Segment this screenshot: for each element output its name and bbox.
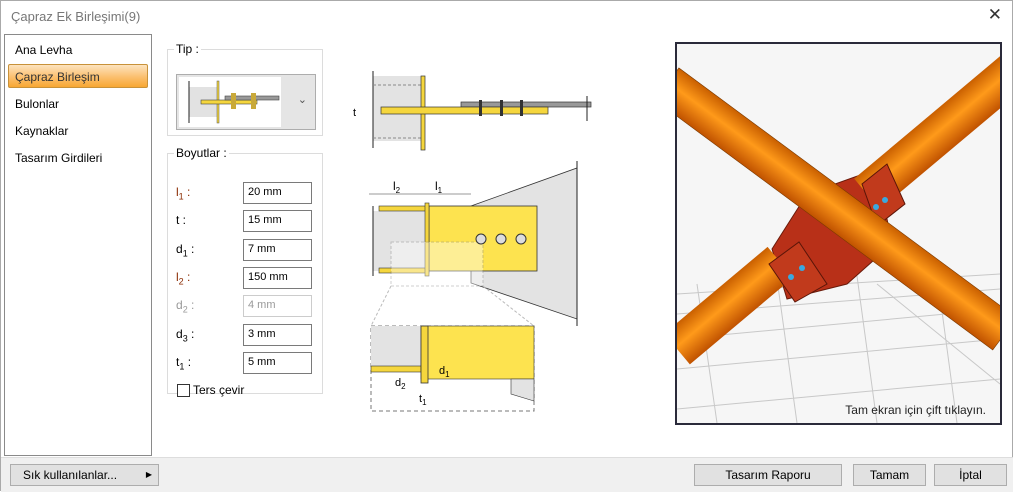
main-tube: [677, 67, 1000, 351]
dim-input-t1[interactable]: 5 mm: [243, 351, 312, 374]
dim-label-t1: t1 :: [176, 354, 192, 372]
dim-label-d2: d2 :: [176, 298, 195, 315]
dim-input-l2[interactable]: 150 mm: [243, 266, 312, 289]
dim-l1-label: l1: [435, 179, 443, 195]
dim-input-l1[interactable]: 20 mm: [243, 182, 312, 204]
top-view: t: [353, 71, 592, 151]
brace-tube-lower: [677, 246, 794, 365]
3d-model-render: [677, 50, 1000, 423]
sidebar-item-capraz-birlesim[interactable]: Çapraz Birleşim: [8, 64, 148, 88]
sidebar-item-tasarim-girdileri[interactable]: Tasarım Girdileri: [15, 151, 103, 165]
sidebar-item-bulonlar[interactable]: Bulonlar: [15, 97, 60, 111]
dim-input-d2: 4 mm: [243, 295, 312, 318]
footer: Sık kullanılanlar... ▶ Tasarım Raporu Tam…: [1, 457, 1013, 492]
dim-label-l1: l1 :: [176, 185, 191, 202]
dim-label-t: t :: [176, 213, 187, 228]
cancel-button[interactable]: İptal: [934, 464, 1007, 486]
end-plate-lower: [768, 241, 828, 303]
tip-dropdown[interactable]: ⌄: [176, 74, 316, 130]
tip-group: Tip : ⌄: [167, 42, 323, 136]
fullscreen-hint: Tam ekran için çift tıklayın.: [845, 403, 986, 417]
dim-input-d3[interactable]: 3 mm: [243, 323, 312, 346]
side-view: l2 l1: [369, 161, 578, 326]
dimensions-group: Boyutlar : l1 : 20 mm t : 15 mm d1 : 7 mm l2 :…: [167, 146, 323, 397]
connection-type-thumbnail: [179, 77, 281, 127]
close-icon[interactable]: ✕: [987, 5, 1002, 24]
chevron-right-icon: ▶: [145, 470, 152, 479]
dim-t-label: t: [353, 107, 356, 119]
3d-viewport[interactable]: Tam ekran için çift tıklayın.: [675, 42, 1002, 425]
tip-legend: Tip :: [176, 42, 199, 56]
favorites-label: Sık kullanılanlar...: [23, 468, 118, 482]
dim-input-d1[interactable]: 7 mm: [243, 238, 312, 261]
dimensions-legend: Boyutlar :: [176, 146, 227, 160]
brace-tube-upper: [854, 50, 1000, 210]
sidebar: Ana Levha Çapraz Birleşim Bulonlar Kayna…: [4, 34, 152, 456]
window-title: Çapraz Ek Birleşimi(9): [11, 9, 141, 24]
dim-label-l2: l2 :: [176, 269, 191, 287]
connection-diagram: t l2 l1 d1 d2 t1: [353, 71, 592, 412]
dim-d2-label: d2: [395, 377, 406, 391]
sidebar-item-kaynaklar[interactable]: Kaynaklar: [15, 124, 69, 138]
dim-input-t[interactable]: 15 mm: [243, 210, 312, 233]
design-report-button[interactable]: Tasarım Raporu: [694, 464, 842, 486]
chevron-down-icon[interactable]: ⌄: [297, 94, 307, 106]
ok-button[interactable]: Tamam: [853, 464, 926, 486]
dim-l2-label: l2: [393, 179, 401, 195]
detail-view: d1 d2 t1: [370, 285, 535, 412]
dim-label-d1: d1 :: [176, 241, 195, 258]
favorites-button[interactable]: Sık kullanılanlar... ▶: [10, 464, 159, 486]
reverse-label: Ters çevir: [193, 383, 245, 397]
dim-d1-label: d1: [439, 365, 450, 379]
dim-t1-label: t1: [419, 393, 427, 407]
sidebar-item-ana-levha[interactable]: Ana Levha: [15, 43, 73, 57]
reverse-checkbox[interactable]: [177, 384, 190, 397]
dim-label-d3: d3 :: [176, 326, 195, 343]
